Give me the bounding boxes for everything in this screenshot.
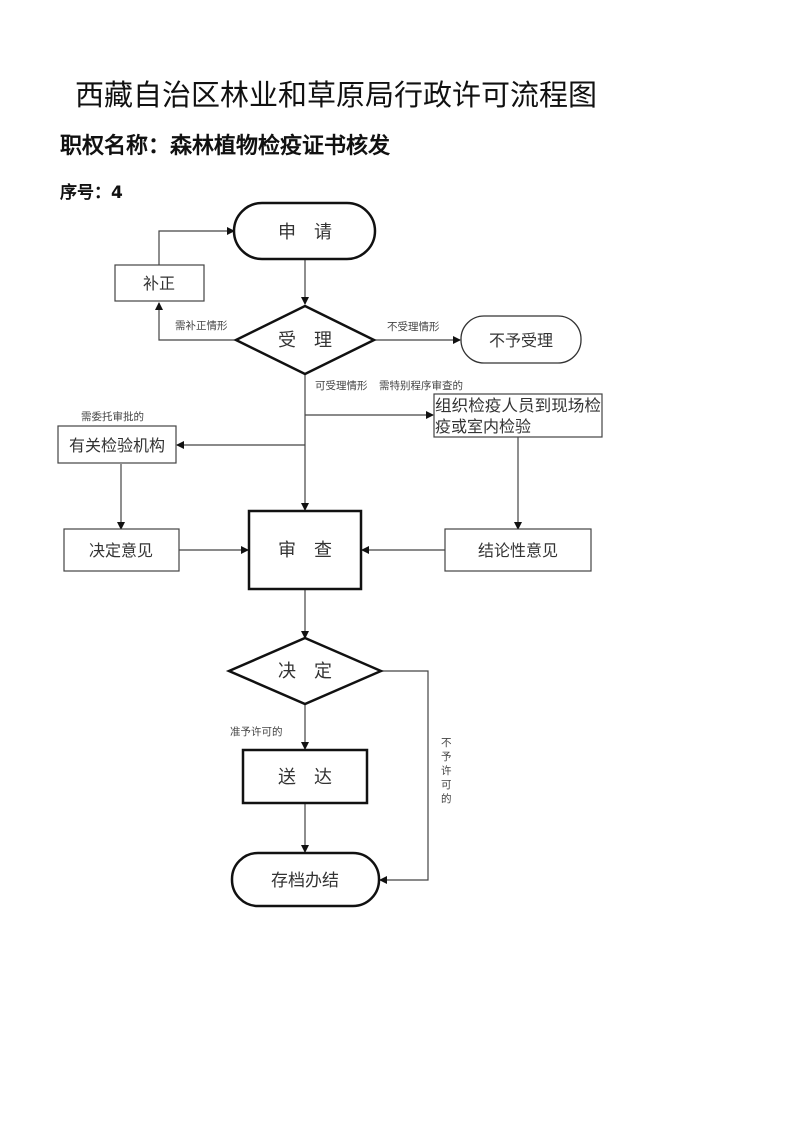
- node-inspect-label-1: 组织检疫人员到现场检: [435, 396, 601, 415]
- label-not-approved-char: 的: [441, 792, 452, 805]
- power-name-label: 职权名称：: [60, 134, 171, 159]
- serial-label: 序号：: [60, 183, 111, 203]
- serial-value: 4: [111, 183, 123, 203]
- label-need-entrust: 需委托审批的: [81, 410, 144, 423]
- label-not-approved-char: 可: [441, 779, 452, 791]
- node-deliver: 送 达: [241, 748, 369, 805]
- node-inspect-label-2: 疫或室内检验: [435, 417, 531, 436]
- power-name: 职权名称：森林植物检疫证书核发: [60, 128, 390, 160]
- label-not-approved-char: 不: [441, 737, 452, 749]
- node-review-label: 审 查: [278, 540, 332, 561]
- label-not-approved-char: 予: [441, 751, 452, 763]
- node-agency-label: 有关检验机构: [69, 436, 165, 455]
- label-not-approved: 不 予 许 可 的: [441, 737, 452, 805]
- edge-accept-correct: [155, 302, 236, 341]
- label-special-review: 需特别程序审查的: [379, 379, 463, 392]
- node-decide: 决 定: [225, 636, 385, 706]
- node-correct-label: 补正: [143, 274, 175, 293]
- edge-correct-apply: [158, 227, 235, 265]
- node-archive: 存档办结: [230, 851, 381, 908]
- node-correct: 补正: [114, 264, 205, 302]
- node-decision-opinion-label: 决定意见: [89, 541, 153, 560]
- page-title: 西藏自治区林业和草原局行政许可流程图: [75, 78, 598, 112]
- label-not-accept: 不受理情形: [387, 320, 440, 333]
- node-conclusion-label: 结论性意见: [478, 541, 558, 560]
- node-review: 审 查: [247, 509, 363, 591]
- node-reject: 不予受理: [460, 315, 582, 364]
- label-approved: 准予许可的: [230, 725, 283, 738]
- power-name-value: 森林植物检疫证书核发: [170, 134, 391, 159]
- node-decide-label: 决 定: [278, 661, 332, 682]
- node-deliver-label: 送 达: [278, 767, 332, 788]
- label-need-correct: 需补正情形: [175, 319, 228, 332]
- node-accept-label: 受 理: [278, 330, 332, 351]
- label-not-approved-char: 许: [441, 764, 452, 777]
- node-apply: 申 请: [232, 201, 377, 261]
- label-acceptable: 可受理情形: [315, 379, 368, 392]
- node-agency: 有关检验机构: [57, 425, 177, 464]
- node-reject-label: 不予受理: [489, 331, 553, 350]
- node-conclusion: 结论性意见: [444, 528, 592, 572]
- node-inspect: 组织检疫人员到现场检 疫或室内检验: [433, 393, 603, 438]
- node-decision-opinion: 决定意见: [63, 528, 180, 572]
- edge-decide-archive: [379, 670, 429, 884]
- node-apply-label: 申 请: [278, 222, 332, 243]
- node-archive-label: 存档办结: [271, 871, 339, 891]
- serial-number: 序号：4: [60, 178, 123, 203]
- node-accept: 受 理: [233, 304, 377, 376]
